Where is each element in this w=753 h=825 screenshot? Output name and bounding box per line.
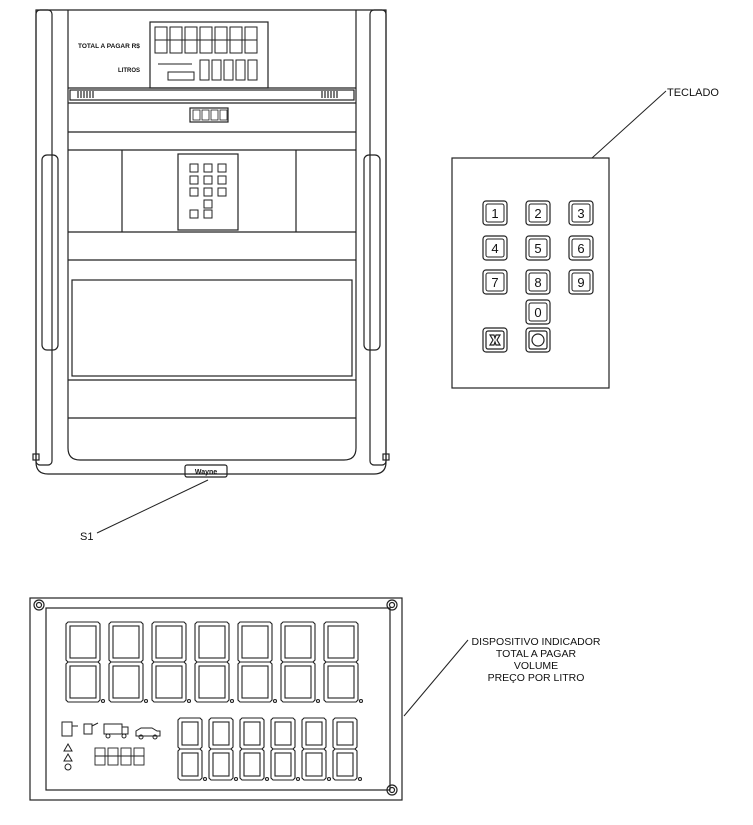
indicator-bottom-digits (177, 717, 363, 782)
indicator-device (29, 597, 403, 801)
car-icon (135, 727, 161, 740)
key-label-5: 5 (534, 241, 541, 256)
cancel-key (482, 327, 508, 353)
large-digit-5 (237, 621, 278, 704)
large-digit-7 (323, 621, 364, 704)
large-digit-6 (280, 621, 321, 704)
key-0: 0 (525, 299, 551, 325)
key-6: 6 (568, 235, 594, 261)
teclado-callout: TECLADO (591, 87, 719, 159)
small-digit-1 (177, 717, 208, 782)
key-label-1: 1 (491, 206, 498, 221)
warning-icon (63, 742, 73, 752)
indicator-small-preset-digits (94, 747, 145, 766)
key-label-2: 2 (534, 206, 541, 221)
device-label-line-3: VOLUME (514, 660, 558, 672)
small-digit-3 (239, 717, 270, 782)
key-7: 7 (482, 269, 508, 295)
small-digit-6 (332, 717, 363, 782)
device-label-line-4: PREÇO POR LITRO (488, 672, 585, 684)
large-digit-1 (65, 621, 106, 704)
key-8: 8 (525, 269, 551, 295)
key-label-8: 8 (534, 275, 541, 290)
total-a-pagar-label: TOTAL A PAGAR R$ (78, 43, 140, 50)
small-digit-4 (270, 717, 301, 782)
cancel-x-icon (488, 334, 502, 346)
key-label-6: 6 (577, 241, 584, 256)
right-grille (321, 91, 338, 98)
dispenser-front-view (32, 9, 390, 478)
small-digit-2 (208, 717, 239, 782)
confirm-key (525, 327, 551, 353)
large-digit-3 (151, 621, 192, 704)
triangle-icon (63, 752, 73, 762)
truck-icon (103, 723, 129, 739)
nozzle-icon (83, 722, 99, 735)
left-grille (77, 91, 94, 98)
key-1: 1 (482, 200, 508, 226)
s1-callout: S1 (80, 479, 209, 543)
key-5: 5 (525, 235, 551, 261)
key-4: 4 (482, 235, 508, 261)
brand-label: Wayne (195, 469, 217, 476)
keypad-keys: 1 2 3 4 5 6 7 8 9 0 (482, 200, 594, 325)
indicator-status-icons (61, 721, 161, 771)
litros-label: LITROS (118, 68, 140, 74)
key-9: 9 (568, 269, 594, 295)
key-3: 3 (568, 200, 594, 226)
key-label-0: 0 (534, 305, 541, 320)
device-label-line-2: TOTAL A PAGAR (496, 648, 577, 660)
small-digit-5 (301, 717, 332, 782)
s1-label: S1 (80, 531, 93, 543)
key-label-9: 9 (577, 275, 584, 290)
pump-icon (61, 721, 78, 737)
key-label-4: 4 (491, 241, 498, 256)
indicator-top-digits (65, 621, 364, 704)
main-display-digits (154, 26, 258, 81)
key-label-7: 7 (491, 275, 498, 290)
mini-keypad (189, 163, 227, 219)
preset-display-digits (192, 109, 228, 121)
large-digit-4 (194, 621, 235, 704)
key-2: 2 (525, 200, 551, 226)
device-label-line-1: DISPOSITIVO INDICADOR (472, 636, 601, 648)
device-callout: DISPOSITIVO INDICADOR TOTAL A PAGAR VOLU… (403, 636, 601, 717)
key-label-3: 3 (577, 206, 584, 221)
large-digit-2 (108, 621, 149, 704)
settings-icon (64, 763, 72, 771)
teclado-label: TECLADO (667, 87, 719, 99)
confirm-circle-icon (531, 333, 545, 347)
